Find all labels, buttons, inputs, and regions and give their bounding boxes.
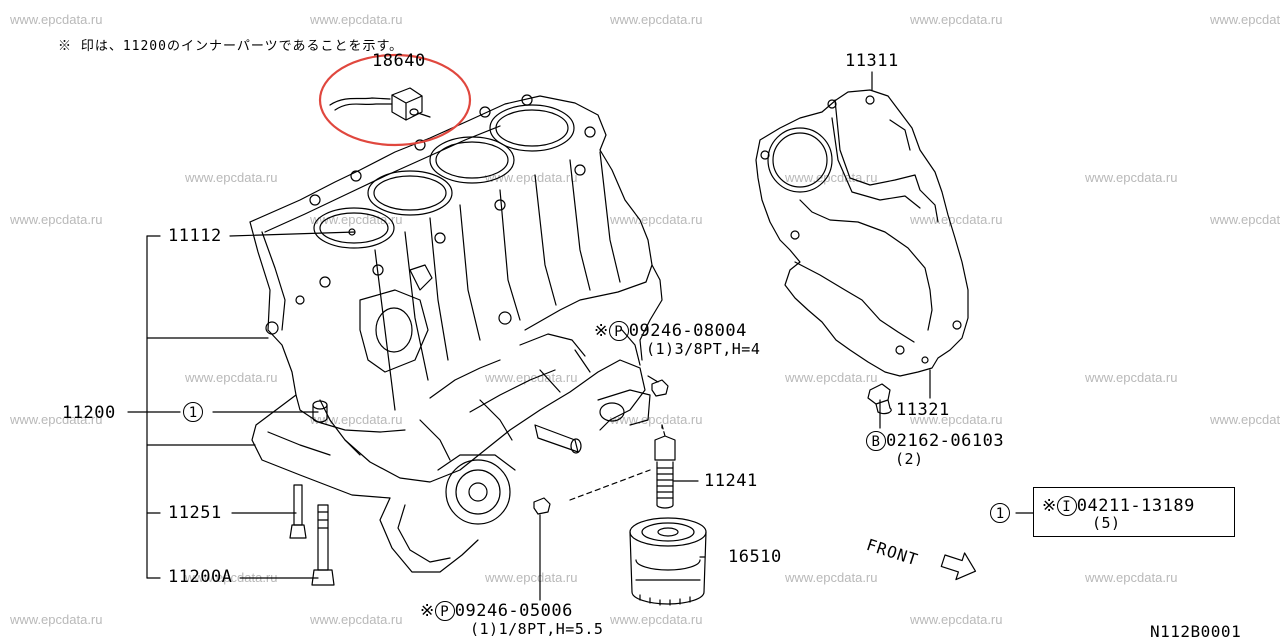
watermark: www.epcdata.ru (910, 12, 1003, 27)
watermark: www.epcdata.ru (485, 570, 578, 585)
highlight-ellipse (318, 53, 472, 147)
watermark: www.epcdata.ru (910, 212, 1003, 227)
kome-mark: ※ (594, 321, 609, 341)
watermark: www.epcdata.ru (1210, 412, 1280, 427)
cylinder-block-drawing (249, 94, 663, 573)
qty-02162-06103: (2) (895, 450, 924, 468)
watermark: www.epcdata.ru (1085, 170, 1178, 185)
rear-plate-drawing (755, 89, 969, 377)
part-label-11321: 11321 (896, 400, 950, 420)
part-number: 09246-08004 (628, 321, 747, 341)
part-label-11200: 11200 (62, 403, 116, 423)
watermark: www.epcdata.ru (10, 612, 103, 627)
watermark: www.epcdata.ru (185, 570, 278, 585)
plug-11241-drawing (654, 424, 676, 509)
part-label-11241: 11241 (704, 471, 758, 491)
watermark: www.epcdata.ru (910, 612, 1003, 627)
watermark: www.epcdata.ru (610, 12, 703, 27)
plug-09246-05006-drawing (533, 497, 551, 515)
watermark: www.epcdata.ru (1085, 570, 1178, 585)
watermark: www.epcdata.ru (10, 212, 103, 227)
watermark: www.epcdata.ru (785, 370, 878, 385)
i-marker: I (1056, 496, 1077, 516)
b-marker: B (866, 431, 886, 451)
part-number: 04211-13189 (1076, 496, 1195, 516)
kome-mark: ※ (420, 601, 435, 621)
watermark: www.epcdata.ru (310, 612, 403, 627)
part-label-11200a: 11200A (168, 567, 233, 587)
leader-lines (127, 71, 1034, 601)
plug-09246-08004-drawing (651, 379, 669, 397)
watermark: www.epcdata.ru (10, 412, 103, 427)
part-label-16510: 16510 (728, 547, 782, 567)
ref-circle-1: 1 (183, 401, 203, 422)
watermark: www.epcdata.ru (1210, 212, 1280, 227)
qty-09246-08004: (1)3/8PT,H=4 (646, 340, 761, 358)
watermark: www.epcdata.ru (785, 570, 878, 585)
ref-marker-1: 1 (183, 401, 203, 422)
watermark: www.epcdata.ru (310, 12, 403, 27)
legend-ref-circle-1: 1 (990, 502, 1010, 523)
watermark: www.epcdata.ru (610, 412, 703, 427)
legend-ref-marker-1: 1 (990, 502, 1010, 523)
inner-parts-note: ※ 印は、11200のインナーパーツであることを示す。 (58, 39, 404, 54)
bolts-drawing (289, 484, 335, 586)
knock-sensor-drawing (318, 53, 472, 147)
watermark: www.epcdata.ru (610, 212, 703, 227)
watermark: www.epcdata.ru (485, 370, 578, 385)
front-arrow (940, 552, 977, 581)
p-marker: P (434, 601, 455, 621)
kome-mark: ※ (1042, 496, 1057, 516)
watermark: www.epcdata.ru (485, 170, 578, 185)
p-marker: P (608, 321, 629, 341)
watermark: www.epcdata.ru (185, 370, 278, 385)
watermark: www.epcdata.ru (610, 612, 703, 627)
watermark: www.epcdata.ru (910, 412, 1003, 427)
part-label-11112: 11112 (168, 226, 222, 246)
part-number: 09246-05006 (454, 601, 573, 621)
part-label-11251: 11251 (168, 503, 222, 523)
qty-09246-05006: (1)1/8PT,H=5.5 (470, 620, 604, 638)
legend-box (1033, 487, 1235, 537)
watermark: www.epcdata.ru (785, 170, 878, 185)
part-number: 02162-06103 (886, 431, 1005, 451)
part-label-11311: 11311 (845, 51, 899, 71)
figure-code: N112B0001 (1150, 622, 1242, 640)
watermark: www.epcdata.ru (185, 170, 278, 185)
watermark: www.epcdata.ru (10, 12, 103, 27)
oil-filter-drawing (629, 517, 707, 606)
qty-04211-13189: (5) (1092, 514, 1121, 532)
watermark: www.epcdata.ru (1085, 370, 1178, 385)
part-label-18640: 18640 (372, 51, 426, 71)
watermark: www.epcdata.ru (1210, 12, 1280, 27)
